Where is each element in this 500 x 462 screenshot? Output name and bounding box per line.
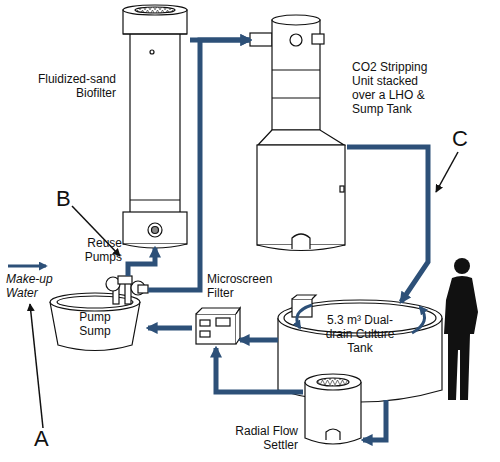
callout-pointer (30, 304, 43, 428)
flow-pipe (216, 348, 303, 392)
flow-pipe (128, 248, 155, 276)
component-box: Fluidized-sand Biofilter (120, 5, 190, 248)
callout-letter: B (56, 186, 71, 211)
callout-letter: A (34, 426, 49, 451)
flow-pipe (148, 326, 192, 331)
component-label: Fluidized-sand Biofilter (28, 72, 116, 100)
callout-letter: C (452, 126, 468, 151)
component-label: Microscreen Filter (207, 272, 285, 300)
component-box: Microscreen Filter (192, 308, 240, 348)
component-label: Pump Sump (70, 310, 120, 338)
flow-swirl (412, 307, 425, 333)
flow-pipe (240, 338, 278, 343)
pump-sump-drawing (50, 276, 148, 351)
flow-pipe (347, 147, 428, 302)
person-silhouette (444, 258, 478, 400)
component-box: 5.3 m³ Dual-drain Culture Tank (276, 298, 444, 400)
component-box: CO2 Stripping Unit stacked over a LHO & … (250, 12, 347, 252)
flow-pipe (363, 400, 386, 440)
component-box: Radial Flow Settler (303, 370, 363, 448)
component-label: 5.3 m³ Dual-drain Culture Tank (316, 313, 404, 355)
component-label: Radial Flow Settler (228, 424, 298, 452)
co2-stripper-drawing (250, 15, 345, 251)
makeup-arrow (8, 265, 46, 268)
flow-pipe (148, 40, 250, 290)
component-label: Reuse Pumps (72, 236, 122, 264)
biofilter-drawing (123, 5, 187, 248)
callout-pointer (436, 152, 458, 192)
component-label: CO2 Stripping Unit stacked over a LHO & … (352, 60, 438, 116)
component-box: Reuse PumpsPump Sump (48, 276, 148, 350)
flow-note: Make-up Water (6, 272, 58, 300)
flow-swirl (297, 305, 312, 328)
microscreen-drawing (196, 308, 240, 344)
settler-drawing (305, 374, 361, 444)
